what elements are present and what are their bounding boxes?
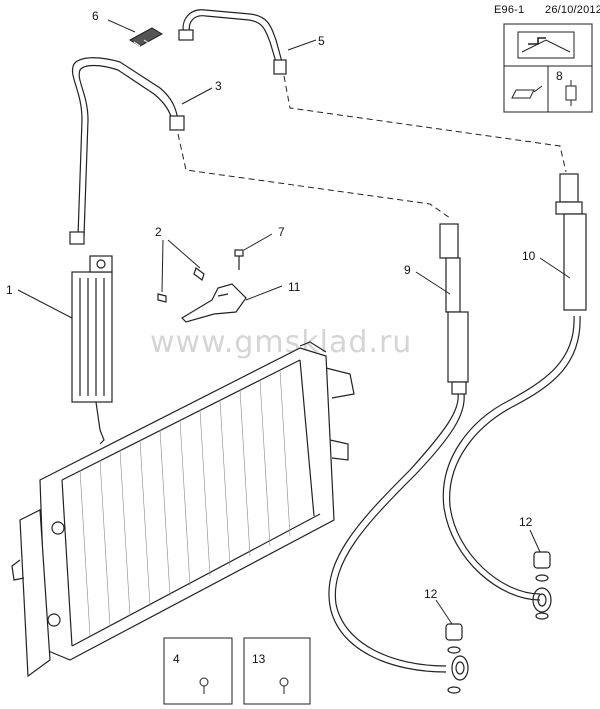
bolt-part-7 (234, 249, 244, 270)
fitting-icon (565, 80, 577, 106)
detail-box-4 (163, 637, 233, 705)
bolt-icon (279, 677, 289, 694)
callout-6: 6 (92, 9, 99, 23)
callout-3: 3 (215, 79, 222, 93)
pipe-part-3 (69, 57, 185, 245)
page-date: 26/10/2012 (545, 4, 600, 16)
detail-box-13 (243, 637, 311, 705)
watermark: www.gmsklad.ru (150, 325, 412, 360)
leader-3 (181, 87, 213, 105)
leader-11 (245, 285, 283, 301)
manual-wrench-icon (517, 31, 575, 59)
hose-part-10 (442, 173, 587, 613)
bracket-part-11 (181, 283, 247, 323)
info-box (503, 23, 593, 113)
callout-12-left: 12 (424, 587, 438, 601)
leader-5 (287, 39, 317, 51)
callout-5: 5 (318, 34, 325, 48)
leader-6 (107, 19, 136, 33)
callout-8: 8 (556, 69, 563, 83)
callout-1: 1 (6, 283, 13, 297)
callout-7: 7 (278, 225, 285, 239)
radiator (11, 341, 355, 678)
plug-part-12-right (533, 551, 551, 620)
callout-11: 11 (288, 280, 301, 294)
bolt-icon (199, 677, 209, 694)
leader-9 (415, 271, 451, 295)
leader-2a (167, 239, 201, 269)
callout-12-right: 12 (519, 515, 533, 529)
leader-10 (539, 257, 571, 279)
leader-2b (161, 239, 164, 293)
leader-7 (243, 233, 273, 251)
callout-10: 10 (522, 249, 536, 263)
leader-12-left (435, 599, 453, 625)
clip-part-6 (128, 27, 164, 47)
hose-part-9 (328, 223, 469, 681)
leader-1 (17, 289, 73, 319)
bolt-part-2 (157, 267, 205, 303)
page-code: E96-1 (494, 4, 525, 16)
callout-4: 4 (173, 652, 180, 666)
plug-part-12-left (445, 623, 463, 694)
oil-can-icon (511, 85, 543, 99)
callout-9: 9 (404, 263, 411, 277)
connection-lines (177, 75, 567, 219)
callout-2: 2 (155, 225, 162, 239)
oil-cooler-part-1 (71, 255, 113, 445)
callout-13: 13 (252, 652, 266, 666)
pipe-part-5 (178, 9, 287, 75)
leader-12-right (529, 529, 541, 553)
